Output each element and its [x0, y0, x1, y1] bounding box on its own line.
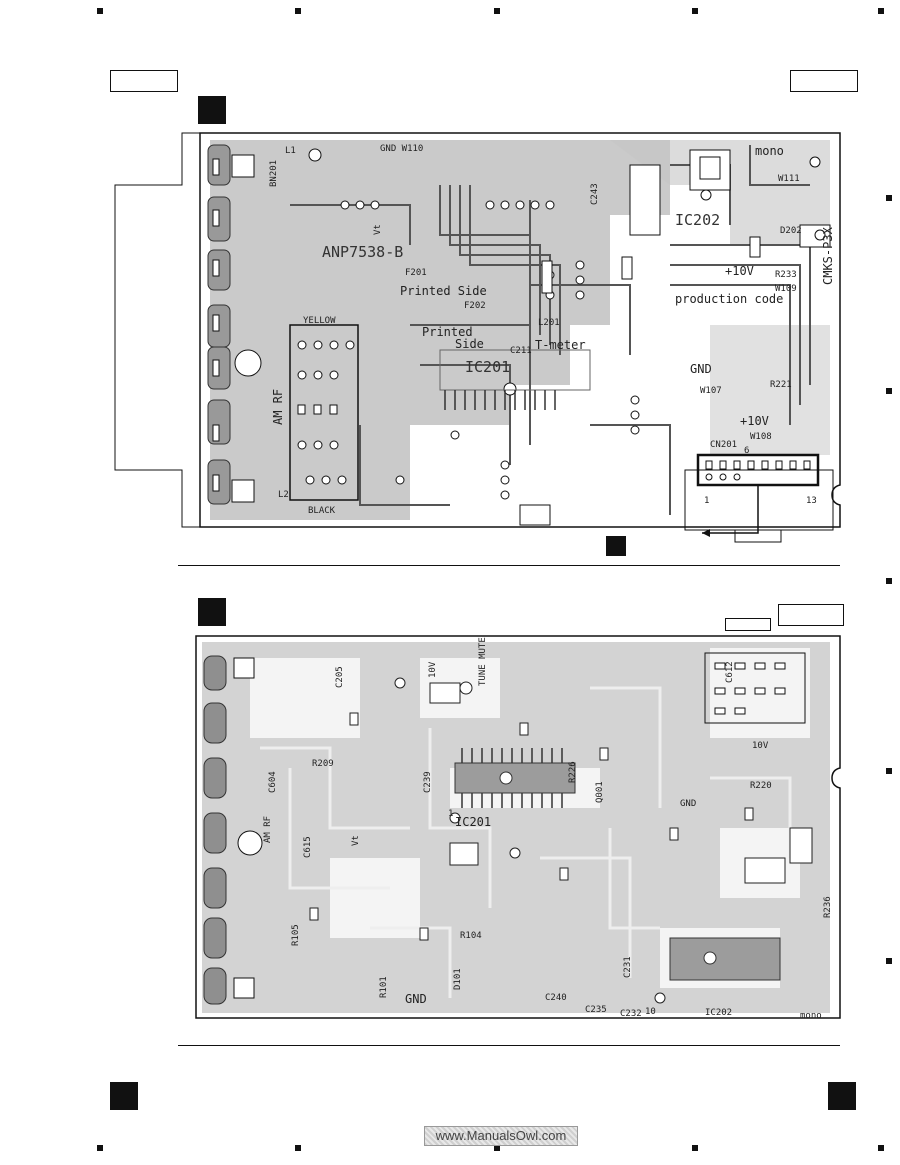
label-production-code: production code	[675, 292, 783, 306]
section-tab-right	[778, 604, 844, 626]
registration-mark	[692, 1145, 698, 1151]
registration-mark	[886, 958, 892, 964]
registration-mark	[295, 1145, 301, 1151]
label-yellow: YELLOW	[303, 316, 336, 326]
label-r220: R220	[750, 781, 772, 791]
label-pin6: 6	[744, 446, 749, 456]
registration-mark	[494, 8, 500, 14]
label-c243: C243	[590, 183, 600, 205]
label-ic201: IC201	[465, 358, 510, 376]
label-w109: W109	[775, 284, 797, 294]
label-tune-mute: TUNE MUTE	[478, 637, 488, 686]
label-plus10v: +10V	[725, 264, 754, 278]
label-w108: W108	[750, 432, 772, 442]
registration-mark	[886, 195, 892, 201]
label-gnd-2: GND	[680, 799, 696, 809]
label-l1: L1	[285, 146, 296, 156]
label-pin13: 13	[806, 496, 817, 506]
registration-mark	[878, 8, 884, 14]
registration-mark	[494, 1145, 500, 1151]
small-tab	[725, 618, 771, 631]
corner-marker	[110, 1082, 138, 1110]
section-marker	[606, 536, 626, 556]
label-gnd-w110: GND W110	[380, 144, 423, 154]
registration-mark	[886, 388, 892, 394]
label-mono: mono	[755, 144, 784, 158]
label-gnd: GND	[690, 362, 712, 376]
top-pcb-board: L1 GND W110 mono ANP7538-B Printed Side …	[114, 132, 841, 543]
watermark: www.ManualsOwl.com	[424, 1126, 578, 1146]
label-c615: C615	[303, 836, 313, 858]
label-vt: Vt	[351, 835, 361, 846]
label-f202: F202	[464, 301, 486, 311]
label-pin1: 1	[448, 809, 453, 819]
label-r221: R221	[770, 380, 792, 390]
label-t-meter: T-meter	[535, 338, 586, 352]
label-pin1: 1	[704, 496, 709, 506]
registration-mark	[97, 8, 103, 14]
label-q001: Q001	[595, 781, 605, 803]
label-c232: C232	[620, 1009, 642, 1019]
label-r104: R104	[460, 931, 482, 941]
label-r101: R101	[379, 976, 389, 998]
bottom-pcb-board: IC201 IC202 GND GND AM RF Vt 10V 10V TUN…	[195, 635, 841, 1021]
label-l201: L201	[538, 318, 560, 328]
label-r236: R236	[823, 896, 833, 918]
registration-mark	[878, 1145, 884, 1151]
label-side: Side	[455, 337, 484, 351]
label-black: BLACK	[308, 506, 336, 516]
label-cn201: CN201	[710, 440, 737, 450]
registration-mark	[692, 8, 698, 14]
divider-line	[178, 565, 840, 566]
label-10v: 10V	[428, 661, 438, 678]
label-ic202: IC202	[675, 211, 720, 229]
header-tab-left	[110, 70, 178, 92]
label-c211: C211	[510, 346, 532, 356]
label-r233: R233	[775, 270, 797, 280]
label-d101: D101	[453, 968, 463, 990]
label-c240: C240	[545, 993, 567, 1003]
label-plus10v-2: +10V	[740, 414, 769, 428]
label-d202: D202	[780, 226, 802, 236]
header-tab-right	[790, 70, 858, 92]
label-part-number: ANP7538-B	[322, 243, 403, 261]
label-vt: Vt	[373, 224, 383, 235]
corner-marker	[828, 1082, 856, 1110]
label-printed: Printed	[422, 325, 473, 339]
label-c231: C231	[623, 956, 633, 978]
section-marker	[198, 96, 226, 124]
label-am-rf: AM RF	[271, 389, 285, 425]
divider-line	[178, 1045, 840, 1046]
label-c205: C205	[335, 666, 345, 688]
label-pin10: 10	[645, 1007, 656, 1017]
section-marker	[198, 598, 226, 626]
registration-mark	[886, 578, 892, 584]
label-c235: C235	[585, 1005, 607, 1015]
registration-mark	[97, 1145, 103, 1151]
label-c604: C604	[268, 771, 278, 793]
label-r226: R226	[568, 761, 578, 783]
label-r105: R105	[291, 924, 301, 946]
label-10v-2: 10V	[752, 741, 769, 751]
label-mono: mono	[800, 1011, 822, 1021]
label-cmks: CMKS-P3X	[821, 226, 835, 285]
label-w111: W111	[778, 174, 800, 184]
label-ic202: IC202	[705, 1008, 732, 1018]
label-f201: F201	[405, 268, 427, 278]
label-gnd: GND	[405, 992, 427, 1006]
label-w107: W107	[700, 386, 722, 396]
registration-mark	[886, 768, 892, 774]
registration-mark	[295, 8, 301, 14]
label-am-rf: AM RF	[263, 816, 273, 843]
label-l2: L2	[278, 490, 289, 500]
label-bn201: BN201	[269, 160, 279, 187]
label-c239: C239	[423, 771, 433, 793]
label-r209: R209	[312, 759, 334, 769]
label-ic201: IC201	[455, 815, 491, 829]
label-c612: C612	[725, 661, 735, 683]
label-printed-side: Printed Side	[400, 284, 487, 298]
